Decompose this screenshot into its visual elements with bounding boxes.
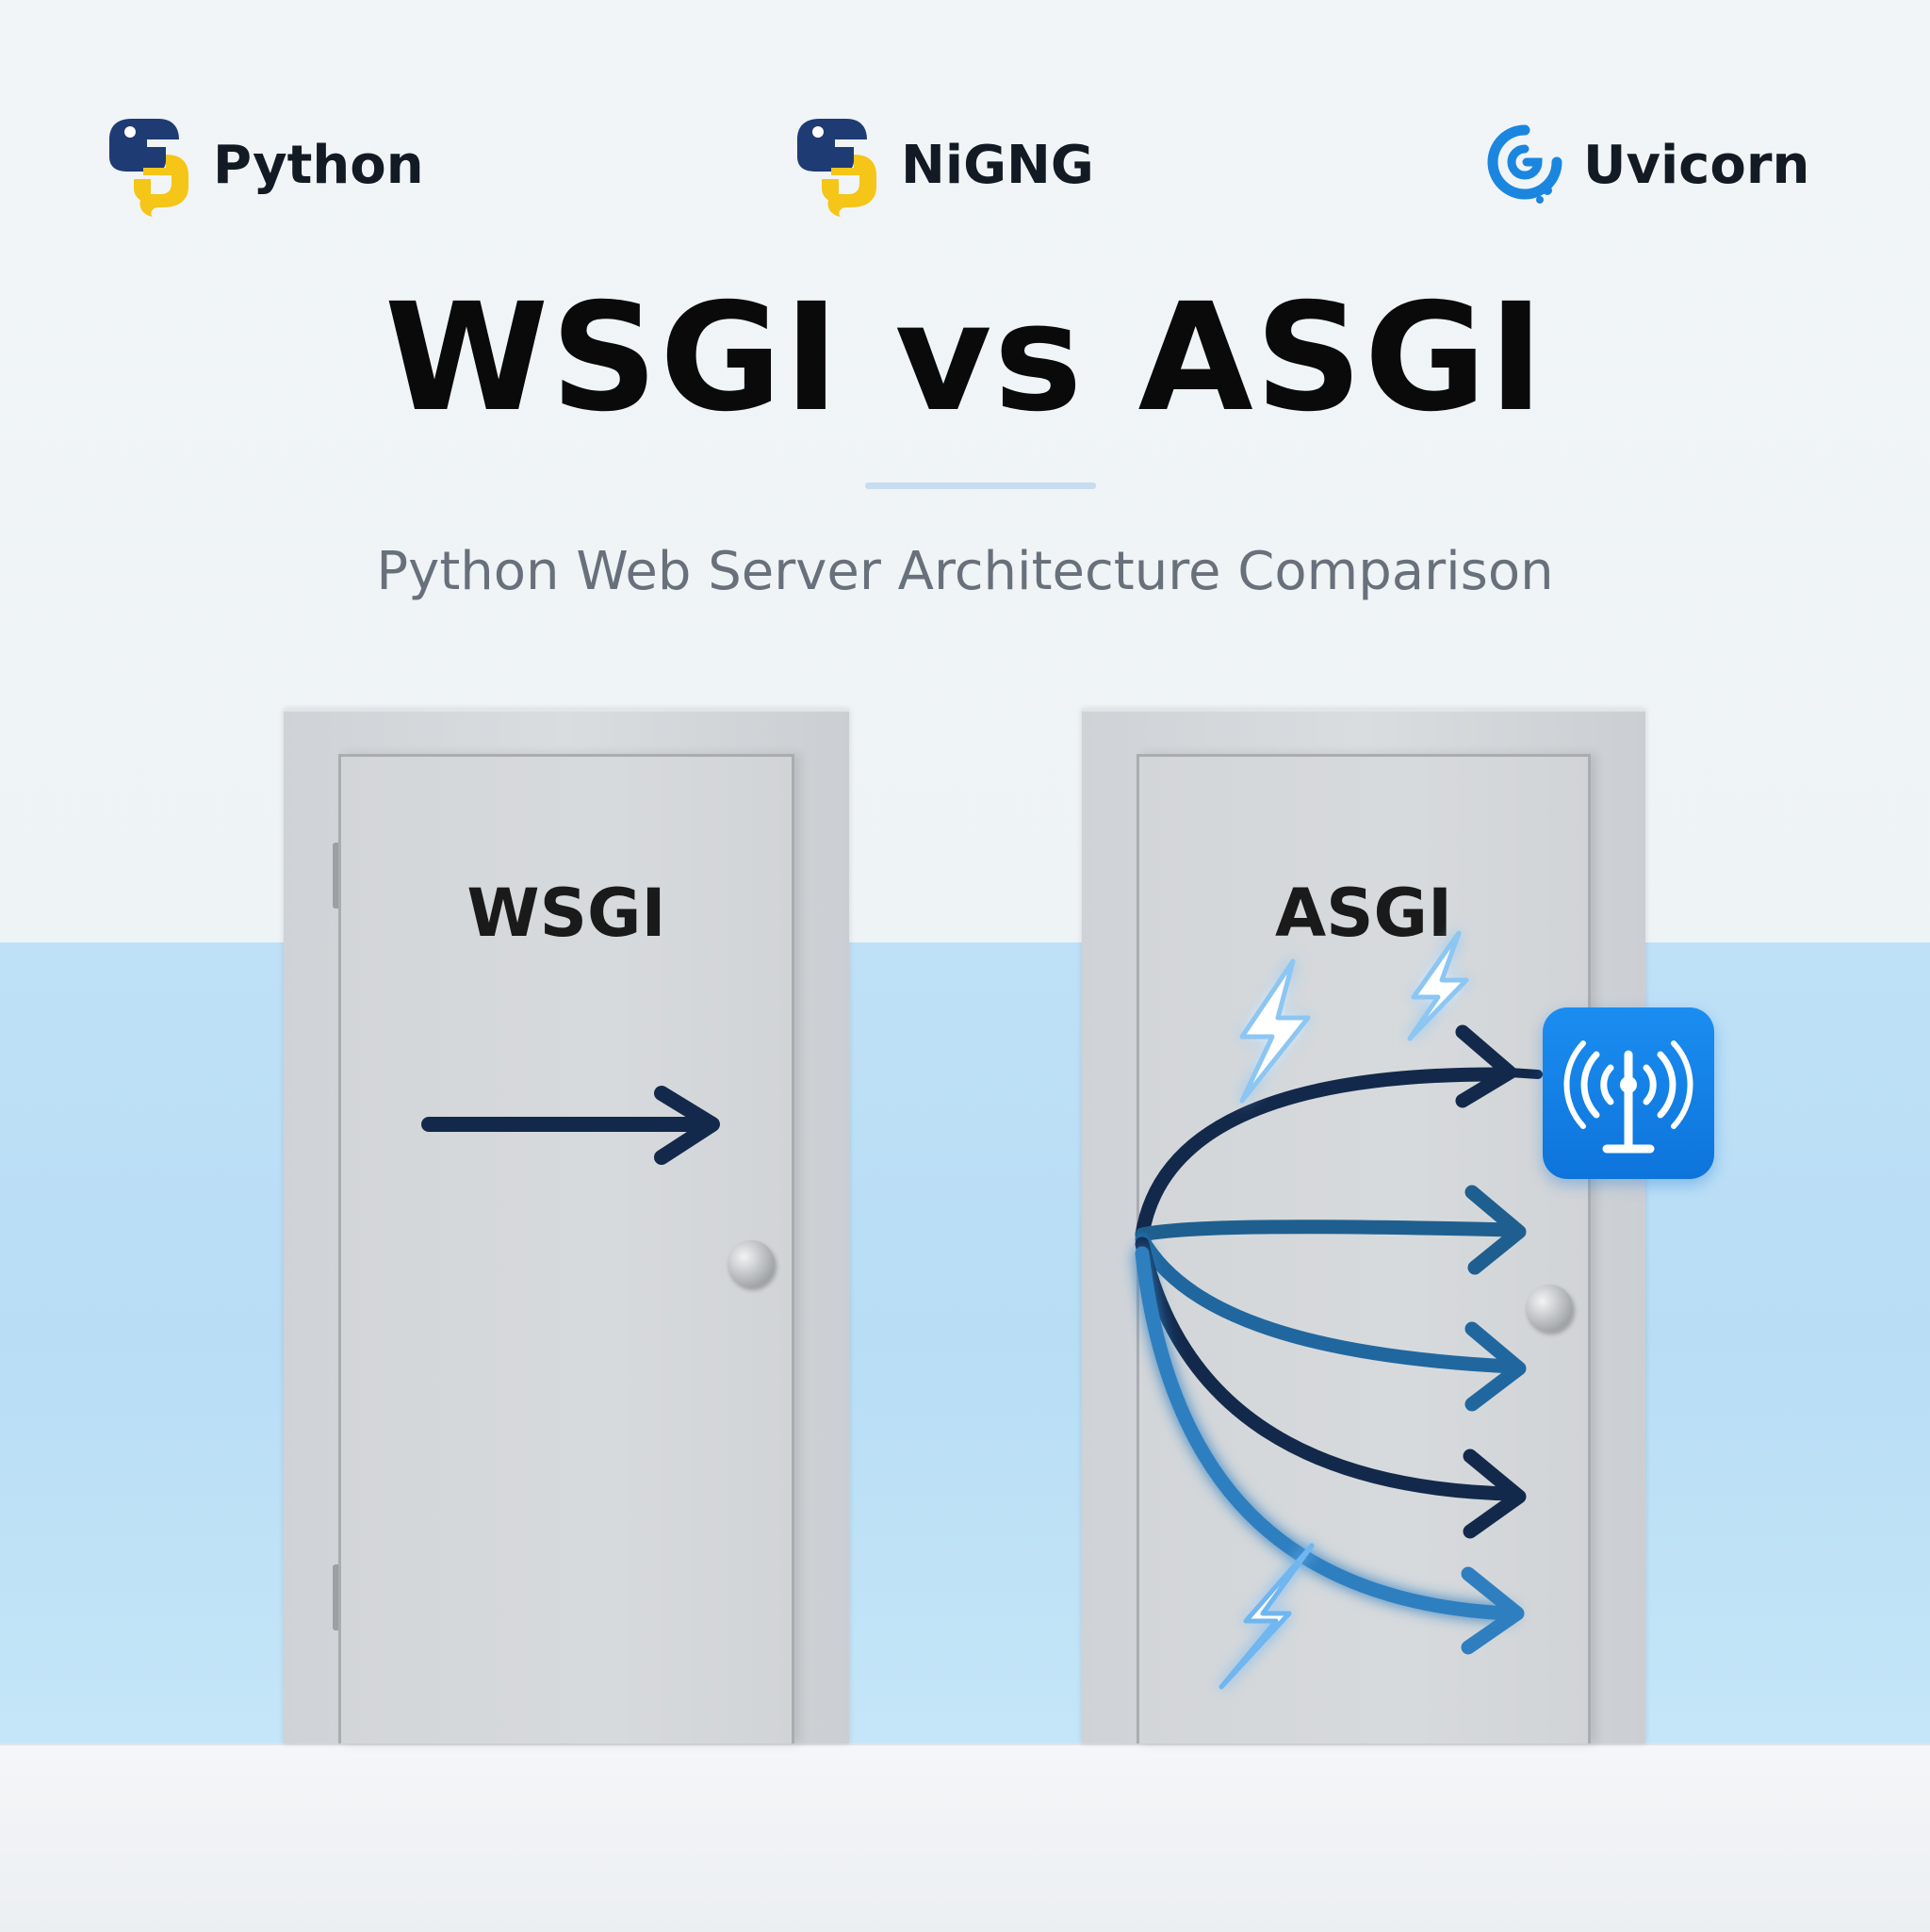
door-knob (728, 1240, 775, 1287)
wsgi-door-label: WSGI (466, 875, 666, 952)
uvicorn-logo-icon (1487, 124, 1562, 204)
asgi-door-label: ASGI (1274, 875, 1453, 952)
nigng-logo-text: NiGNG (901, 134, 1094, 196)
wifi-antenna-icon (1563, 1040, 1693, 1154)
asgi-arrow-3 (1135, 1232, 1527, 1412)
title-divider (865, 483, 1096, 489)
python-logo: Python (106, 113, 424, 217)
wsgi-request-arrow (421, 1086, 720, 1165)
asgi-arrow-5 (1135, 1246, 1525, 1655)
wifi-antenna-badge (1543, 1007, 1714, 1179)
lightning-icon (1407, 930, 1469, 1041)
uvicorn-logo-text: Uvicorn (1583, 134, 1810, 196)
door-knob (1526, 1285, 1573, 1332)
uvicorn-logo: Uvicorn (1487, 113, 1809, 217)
asgi-arrow-2 (1135, 1185, 1527, 1275)
floor (0, 1744, 1930, 1932)
nigng-logo: NiGNG (793, 113, 1094, 217)
wsgi-door-frame: WSGI (284, 709, 849, 1744)
lightning-icon (1219, 1543, 1315, 1690)
asgi-arrow-4 (1135, 1236, 1527, 1539)
wsgi-door: WSGI (338, 754, 794, 1744)
main-title: WSGI vs ASGI (384, 271, 1546, 445)
asgi-arrow-1 (1135, 1024, 1543, 1242)
subtitle: Python Web Server Architecture Compariso… (376, 541, 1554, 602)
python-logo-text: Python (213, 134, 424, 196)
lightning-icon (1239, 958, 1311, 1104)
python-logo-icon (797, 119, 876, 217)
python-logo-icon (109, 119, 188, 217)
